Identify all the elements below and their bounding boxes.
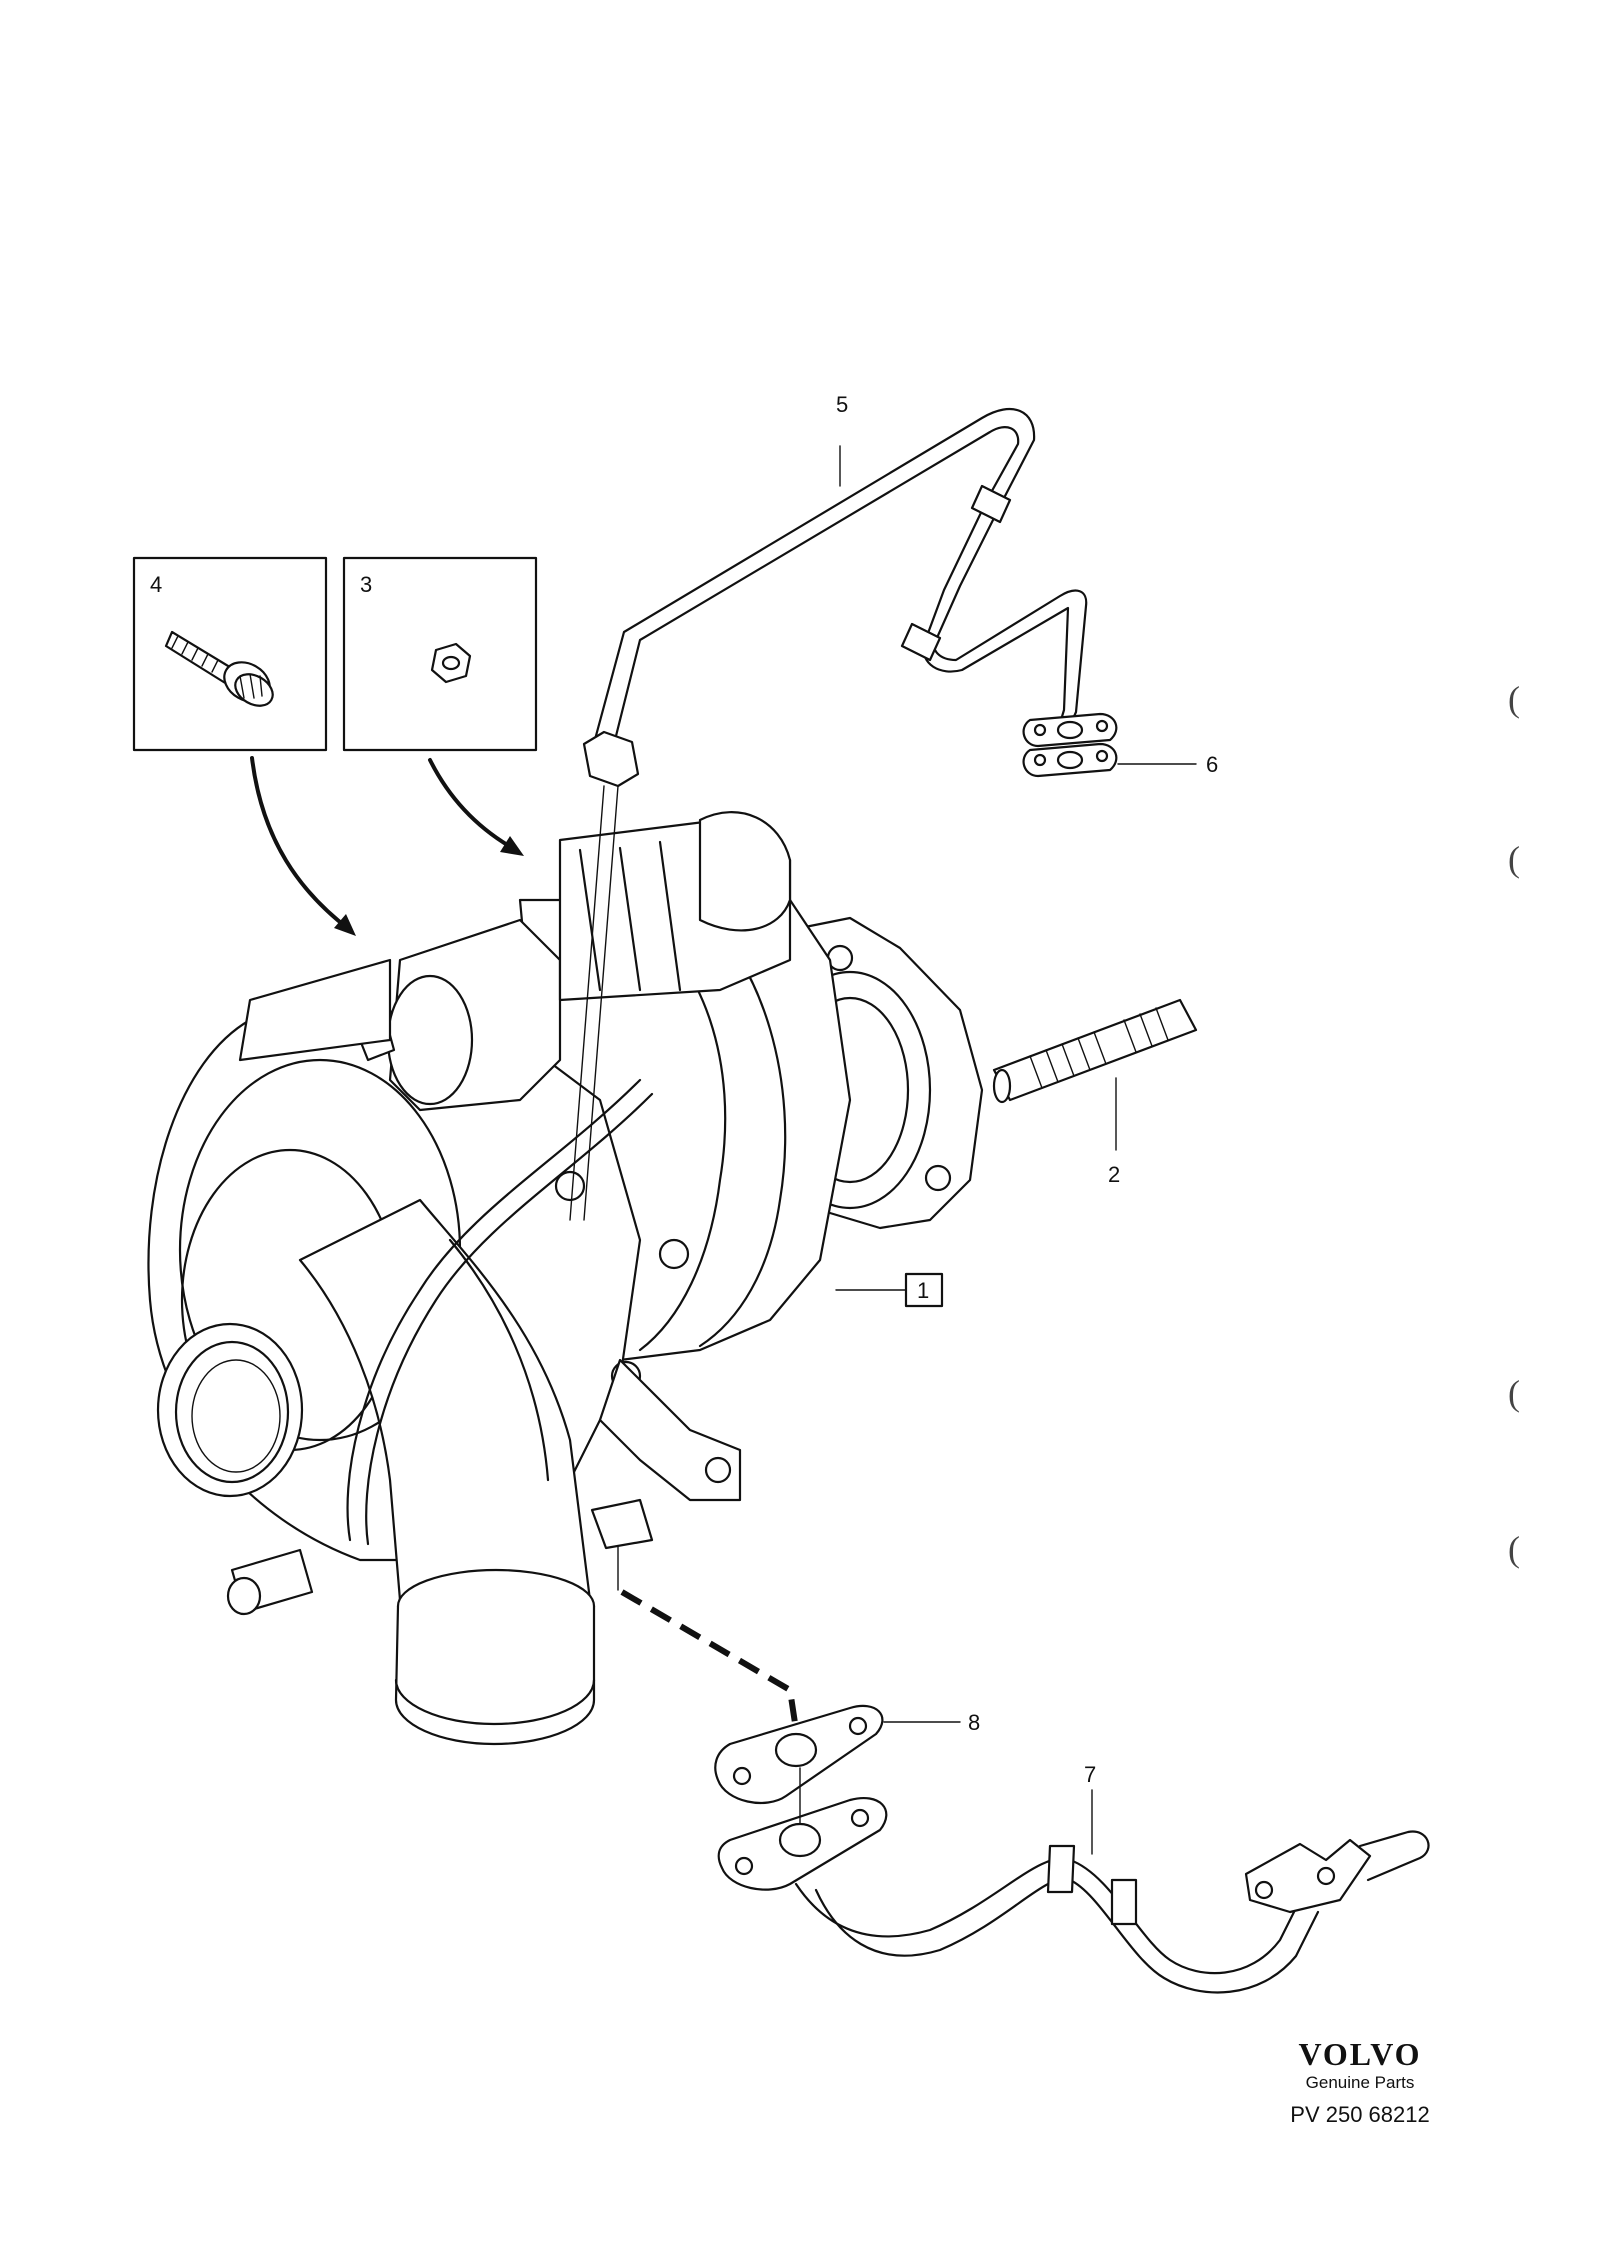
bolt-icon	[164, 630, 274, 707]
callout-label-1: 1	[917, 1278, 929, 1303]
margin-mark: (	[1508, 679, 1520, 719]
callout-label-3: 3	[360, 572, 372, 597]
stud-part-2: 2	[992, 998, 1198, 1187]
assembly-dashed-line	[617, 1545, 803, 1757]
margin-mark: (	[1508, 1529, 1520, 1569]
callout-label-6: 6	[1206, 752, 1218, 777]
gasket-part-6: 6	[1022, 712, 1218, 778]
callout-1-group: 1	[835, 1272, 944, 1308]
margin-mark: (	[1508, 839, 1520, 879]
brand-block: VOLVO Genuine Parts PV 250 68212	[1240, 2036, 1480, 2130]
oil-feed-pipe-part-5: 5	[569, 392, 1088, 1221]
callout-label-7: 7	[1084, 1762, 1096, 1787]
oil-return-pipe-part-7: 7	[717, 1762, 1430, 1994]
brand-subtitle: Genuine Parts	[1305, 2073, 1415, 2092]
volvo-logo: VOLVO	[1298, 2036, 1422, 2072]
diagram-reference: PV 250 68212	[1290, 2102, 1430, 2127]
inset-box-part-4: 4	[132, 556, 328, 752]
gasket-part-8: 8	[714, 1704, 980, 1804]
inset-box-part-3: 3	[342, 556, 538, 752]
callout-label-4: 4	[150, 572, 162, 597]
nut-icon	[430, 642, 472, 684]
inset-arrows	[250, 756, 524, 936]
callout-label-2: 2	[1108, 1162, 1120, 1187]
margin-mark: (	[1508, 1373, 1520, 1413]
callout-label-8: 8	[968, 1710, 980, 1735]
turbocharger-assembly	[147, 811, 984, 1746]
callout-label-5: 5	[836, 392, 848, 417]
